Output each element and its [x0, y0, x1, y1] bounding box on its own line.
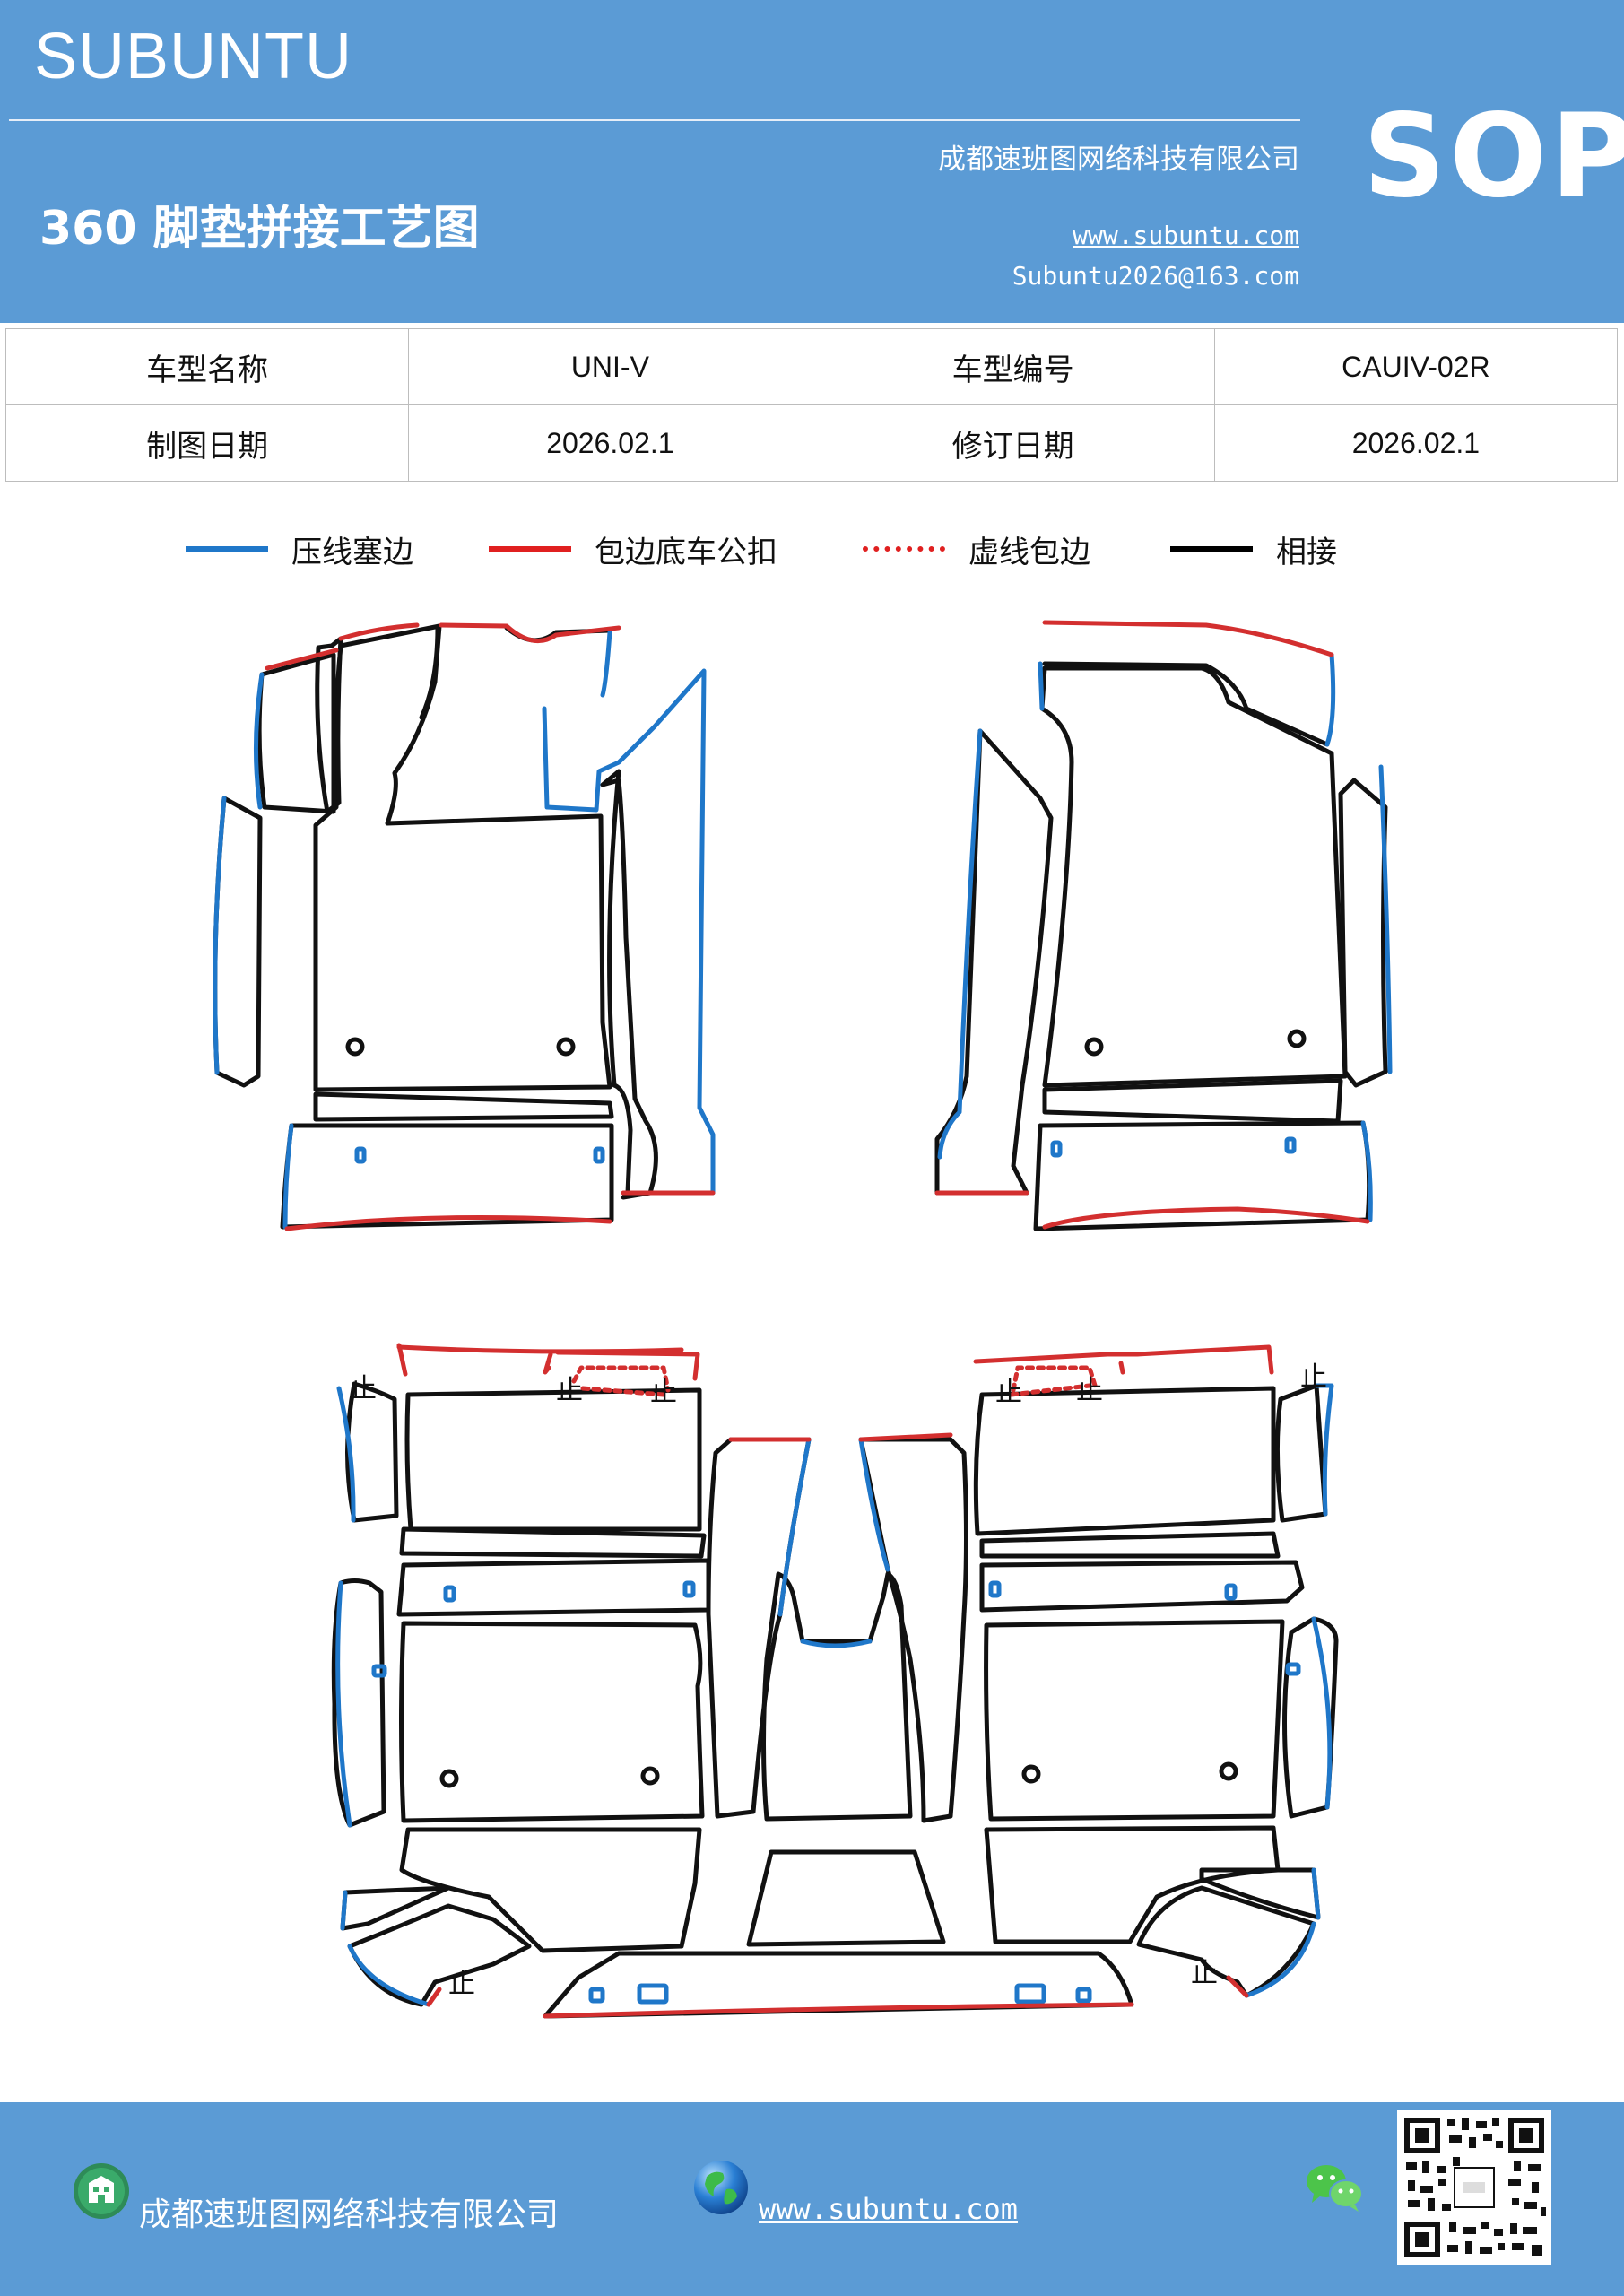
building-icon [74, 2163, 129, 2219]
wechat-icon [1307, 2165, 1363, 2212]
legend-item-wrap: 包边底车公扣 [489, 529, 777, 570]
model-name-label: 车型名称 [4, 328, 410, 405]
legend-item-dotted: 虚线包边 [863, 529, 1090, 570]
brand-name: SUBUNTU [34, 21, 353, 92]
header-email: Subuntu2026@163.com [1012, 261, 1299, 291]
legend-label: 虚线包边 [968, 534, 1090, 570]
stop-mark: 止 [1191, 1958, 1218, 1989]
stop-mark: 止 [650, 1377, 677, 1408]
stop-mark: 止 [1076, 1375, 1103, 1406]
header-banner [0, 0, 1624, 323]
front-left-mat [213, 623, 658, 1230]
page-title: 360 脚垫拼接工艺图 [39, 202, 480, 256]
revision-date-label: 修订日期 [811, 404, 1215, 482]
stop-mark: 止 [995, 1377, 1022, 1408]
rear-left-mats [331, 1381, 711, 2007]
model-name-value: UNI-V [408, 328, 812, 405]
draw-date-value: 2026.02.1 [408, 404, 812, 482]
footer-company: 成都速班图网络科技有限公司 [139, 2196, 560, 2233]
legend-swatch-black [1170, 546, 1253, 552]
stop-mark: 止 [1300, 1361, 1327, 1393]
legend-item-press: 压线塞边 [186, 529, 413, 570]
model-code-label: 车型编号 [811, 328, 1215, 405]
legend-label: 压线塞边 [291, 534, 413, 570]
vehicle-info-table: 车型名称 UNI-V 车型编号 CAUIV-02R 制图日期 2026.02.1… [4, 328, 1619, 482]
header-divider [9, 119, 1300, 121]
legend-label: 相接 [1276, 534, 1337, 570]
stop-mark: 止 [350, 1373, 377, 1405]
stop-mark: 止 [556, 1375, 583, 1406]
stop-mark: 止 [448, 1969, 475, 2000]
legend-swatch-blue [186, 546, 268, 552]
floor-mat-diagram: 止 止 止 止 止 止 止 止 [213, 620, 1393, 2019]
globe-icon [694, 2161, 748, 2214]
draw-date-label: 制图日期 [4, 404, 410, 482]
sop-badge: SOP [1363, 90, 1624, 223]
legend-label: 包边底车公扣 [595, 534, 777, 570]
legend-swatch-red-dotted [863, 546, 945, 552]
revision-date-value: 2026.02.1 [1213, 404, 1619, 482]
rear-right-mats [973, 1383, 1339, 1998]
table-row: 车型名称 UNI-V 车型编号 CAUIV-02R [4, 328, 1619, 405]
table-row: 制图日期 2026.02.1 修订日期 2026.02.1 [4, 404, 1619, 482]
header-website-link[interactable]: www.subuntu.com [1073, 221, 1299, 250]
qr-code [1397, 2110, 1551, 2265]
model-code-value: CAUIV-02R [1213, 328, 1619, 405]
footer-website-link[interactable]: www.subuntu.com [759, 2192, 1018, 2226]
header-company: 成都速班图网络科技有限公司 [938, 144, 1299, 176]
front-right-mat [934, 661, 1388, 1231]
center-tunnel-mats [543, 1437, 1134, 2019]
legend-swatch-red [489, 546, 571, 552]
legend-item-join: 相接 [1170, 529, 1337, 570]
